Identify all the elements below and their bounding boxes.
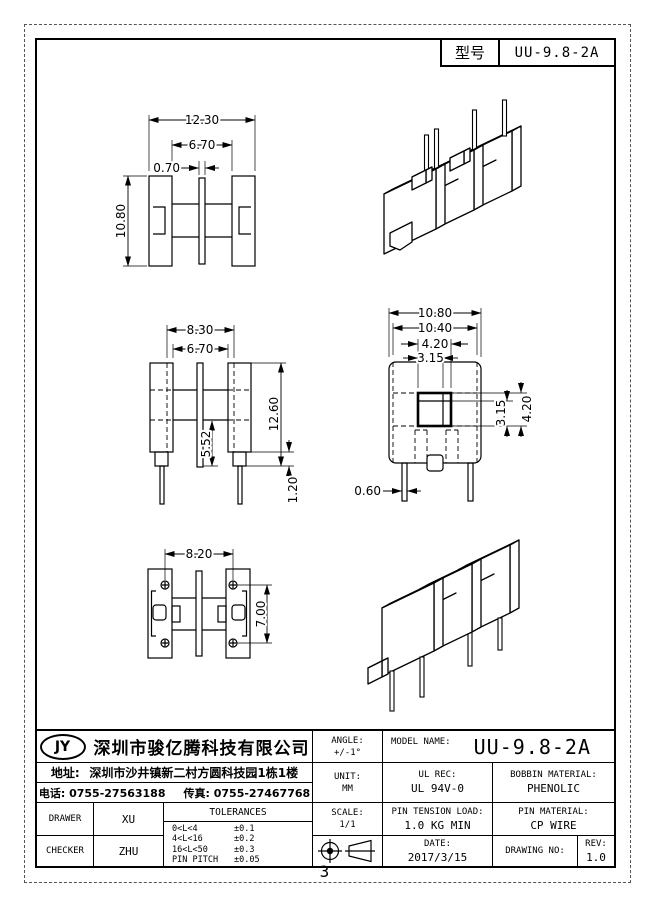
scale-value: 1/1 bbox=[339, 820, 356, 830]
tolerance-value: ±0.1 bbox=[234, 823, 255, 834]
model-name-label: MODEL NAME: bbox=[391, 736, 451, 747]
pin-tension-label: PIN TENSION LOAD: bbox=[391, 806, 484, 817]
drawing-no-label: DRAWING NO: bbox=[505, 846, 565, 856]
date-cell: DATE: 2017/3/15 bbox=[383, 836, 493, 866]
model-name-cell: MODEL NAME: UU-9.8-2A bbox=[383, 731, 614, 763]
model-number-value: UU-9.8-2A bbox=[498, 38, 616, 67]
side-view-drawing: 10.80 10.40 4.20 3.15 3.15 4.20 0.60 bbox=[355, 304, 536, 502]
checker-value: ZHU bbox=[94, 836, 164, 866]
tolerances-cell: TOLERANCES 0<L<4 ±0.1 4<L<16 ±0.2 16<L<50 ±… bbox=[164, 803, 313, 866]
isometric-view-bottom bbox=[367, 539, 520, 712]
tolerance-row: 16<L<50 ±0.3 bbox=[172, 845, 306, 856]
projection-symbol-icon bbox=[317, 839, 375, 863]
phone-fax-cell: 电话: 0755-27563188 传真: 0755-27467768 bbox=[37, 783, 313, 803]
checker-label: CHECKER bbox=[37, 836, 94, 866]
dim-top-overall-depth: 10.80 bbox=[114, 204, 128, 238]
dim-side-flange-width: 10.40 bbox=[418, 321, 452, 335]
angle-label: ANGLE: bbox=[331, 735, 364, 746]
dim-front-base-height: 1.20 bbox=[286, 477, 300, 504]
dim-top-plate-thickness: 0.70 bbox=[153, 161, 180, 175]
ul-rec-cell: UL REC: UL 94V-0 bbox=[383, 763, 493, 803]
dim-side-overall-width: 10.80 bbox=[418, 306, 452, 320]
pin-material-value: CP WIRE bbox=[530, 818, 577, 832]
tolerance-range: 16<L<50 bbox=[172, 844, 208, 855]
address-value: 深圳市沙井镇新二村方圆科技园1栋1楼 bbox=[89, 766, 299, 780]
bottom-view-drawing: 8.20 7.00 bbox=[147, 545, 272, 659]
outer-dashed-border bbox=[24, 24, 631, 883]
pin-tension-cell: PIN TENSION LOAD: 1.0 KG MIN bbox=[383, 803, 493, 836]
drawer-label: DRAWER bbox=[37, 803, 94, 836]
date-label: DATE: bbox=[423, 838, 452, 849]
model-number-table: 型号 UU-9.8-2A bbox=[440, 38, 616, 67]
tolerance-range: 0<L<4 bbox=[172, 823, 198, 834]
tolerance-row: 0<L<4 ±0.1 bbox=[172, 824, 306, 835]
fax-value: 0755-27467768 bbox=[213, 786, 311, 800]
drawer-value: XU bbox=[94, 803, 164, 836]
dim-bottom-pin-pitch-x: 8.20 bbox=[186, 547, 213, 561]
rev-label: REV: bbox=[585, 838, 607, 849]
company-cell: JY 深圳市骏亿腾科技有限公司 bbox=[37, 731, 313, 763]
ul-rec-value: UL 94V-0 bbox=[411, 782, 464, 795]
pin-material-cell: PIN MATERIAL: CP WIRE bbox=[493, 803, 614, 836]
dim-front-winding-height: 5.52 bbox=[199, 431, 213, 458]
bobbin-material-cell: BOBBIN MATERIAL: PHENOLIC bbox=[493, 763, 614, 803]
title-block: JY 深圳市骏亿腾科技有限公司 地址: 深圳市沙井镇新二村方圆科技园1栋1楼 电… bbox=[35, 729, 616, 868]
dim-bottom-pin-pitch-y: 7.00 bbox=[254, 601, 268, 628]
angle-value: +/-1° bbox=[333, 747, 362, 758]
bobbin-material-value: PHENOLIC bbox=[527, 782, 580, 795]
drawing-no-cell: DRAWING NO: bbox=[493, 836, 578, 866]
top-view-drawing: 12.30 6.70 0.70 10.80 bbox=[112, 111, 256, 267]
dim-front-core-width: 8.30 bbox=[187, 323, 214, 337]
angle-cell: ANGLE: +/-1° bbox=[313, 731, 383, 763]
tolerance-row: 4<L<16 ±0.2 bbox=[172, 834, 306, 845]
tolerance-value: ±0.05 bbox=[234, 855, 260, 865]
page-number: 3 bbox=[319, 862, 330, 881]
isometric-view-top bbox=[383, 99, 522, 255]
phone-value: 0755-27563188 bbox=[69, 786, 166, 800]
dim-side-window-inner-width: 3.15 bbox=[417, 351, 444, 365]
tolerance-value: ±0.3 bbox=[234, 844, 255, 855]
address-cell: 地址: 深圳市沙井镇新二村方圆科技园1栋1楼 bbox=[37, 763, 313, 783]
dim-front-window-width: 6.70 bbox=[187, 342, 214, 356]
fax-label: 传真: bbox=[183, 786, 210, 800]
ul-rec-label: UL REC: bbox=[418, 770, 457, 780]
model-name-value: UU-9.8-2A bbox=[473, 734, 591, 759]
rev-cell: REV: 1.0 bbox=[578, 836, 614, 866]
tolerances-title: TOLERANCES bbox=[164, 804, 312, 822]
rev-value: 1.0 bbox=[586, 850, 606, 864]
dim-front-overall-height: 12.60 bbox=[267, 397, 281, 431]
company-name: 深圳市骏亿腾科技有限公司 bbox=[93, 739, 310, 759]
scale-cell: SCALE: 1/1 bbox=[313, 803, 383, 836]
dim-side-pin-diameter: 0.60 bbox=[355, 484, 381, 498]
phone-label: 电话: bbox=[38, 786, 66, 800]
projection-symbol-cell bbox=[313, 836, 383, 866]
scale-label: SCALE: bbox=[331, 808, 364, 818]
pin-tension-value: 1.0 KG MIN bbox=[404, 818, 471, 832]
front-view-drawing: 8.30 6.70 12.60 5.52 1.20 bbox=[149, 321, 302, 505]
dim-side-window-width: 4.20 bbox=[422, 337, 449, 351]
unit-value: MM bbox=[342, 783, 353, 794]
tolerance-range: 4<L<16 bbox=[172, 834, 203, 844]
dim-side-window-height: 4.20 bbox=[520, 396, 534, 423]
unit-label: UNIT: bbox=[333, 771, 362, 782]
dim-top-overall-width: 12.30 bbox=[185, 113, 219, 127]
tolerance-value: ±0.2 bbox=[234, 834, 255, 844]
date-value: 2017/3/15 bbox=[407, 850, 468, 864]
tolerance-range: PIN PITCH bbox=[172, 855, 219, 865]
pin-material-label: PIN MATERIAL: bbox=[518, 806, 589, 817]
company-logo: JY bbox=[39, 733, 86, 760]
unit-cell: UNIT: MM bbox=[313, 763, 383, 803]
bobbin-material-label: BOBBIN MATERIAL: bbox=[510, 770, 597, 780]
address-label: 地址: bbox=[50, 766, 80, 780]
tolerance-row: PIN PITCH ±0.05 bbox=[172, 855, 306, 866]
dim-side-window-inner-height: 3.15 bbox=[494, 400, 508, 427]
dim-top-window-width: 6.70 bbox=[189, 138, 216, 152]
model-number-label: 型号 bbox=[440, 38, 500, 67]
